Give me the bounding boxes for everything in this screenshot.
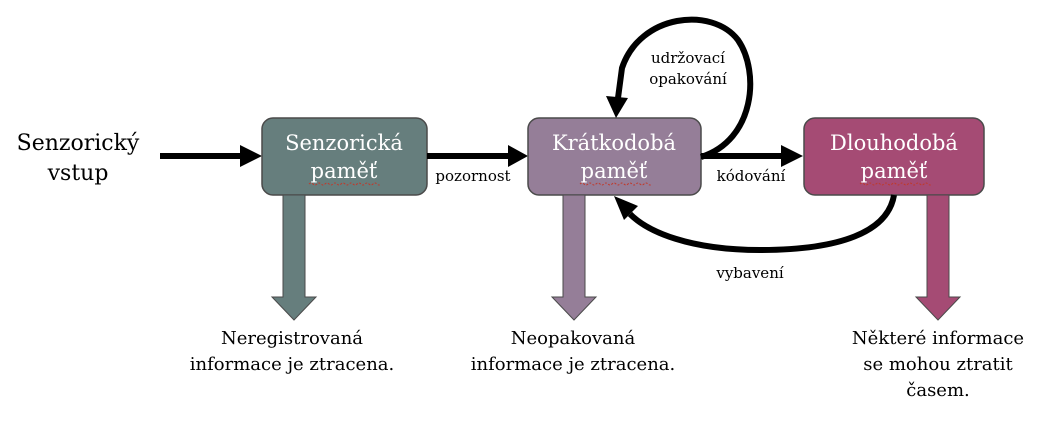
short-outcome-line1: Neopakovaná <box>511 328 636 349</box>
long-term-memory-box: Dlouhodobá paměť <box>803 117 985 196</box>
short-term-memory-box: Krátkodobá paměť <box>527 117 702 196</box>
long-outcome-line3: časem. <box>906 380 970 401</box>
long-box-line2: paměť <box>861 159 928 183</box>
sensory-box-line1: Senzorická <box>285 131 403 155</box>
rehearsal-label-line1: udržovací <box>651 49 725 67</box>
input-label-line2: vstup <box>47 161 109 186</box>
rehearsal-label-line2: opakování <box>649 70 727 88</box>
input-label-line1: Senzorický <box>17 131 140 156</box>
long-box-line1: Dlouhodobá <box>830 131 958 155</box>
encoding-arrow <box>701 145 803 167</box>
short-outcome-line2: informace je ztracena. <box>471 354 676 375</box>
short-box-line1: Krátkodobá <box>552 131 676 155</box>
sensory-memory-box: Senzorická paměť <box>261 117 428 196</box>
long-outcome-line1: Některé informace <box>852 328 1024 349</box>
retrieval-arrow <box>614 194 897 254</box>
rehearsal-loop-arrow <box>606 16 754 160</box>
sensory-outcome-line2: informace je ztracena. <box>190 354 395 375</box>
attention-arrow <box>427 145 528 167</box>
sensory-outcome-line1: Neregistrovaná <box>221 328 363 349</box>
short-loss-arrow <box>550 194 598 321</box>
long-outcome-line2: se mohou ztratit <box>863 354 1013 375</box>
long-box-bg <box>803 117 985 196</box>
short-box-line2: paměť <box>581 159 648 183</box>
input-arrow <box>160 145 262 167</box>
long-loss-arrow <box>914 194 962 321</box>
retrieval-label: vybavení <box>715 264 784 282</box>
sensory-box-line2: paměť <box>311 159 378 183</box>
attention-label: pozornost <box>435 167 510 185</box>
sensory-loss-arrow <box>270 194 318 321</box>
encoding-label: kódování <box>717 167 786 185</box>
